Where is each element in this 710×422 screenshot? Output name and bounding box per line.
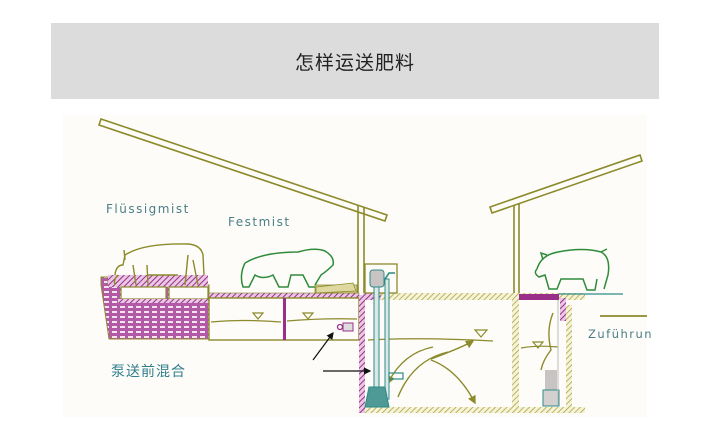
left-barn-roof [97,117,389,295]
manure-transport-diagram: Flüssigmist Festmist 泵送前混合 Zuführun [63,115,652,417]
main-collection-tank [359,263,585,413]
diagram-canvas [97,117,647,413]
right-barn-roof [488,153,644,296]
cow-icon [113,243,205,286]
callout-arrows [312,332,372,375]
solid-manure-floor [208,284,360,341]
page-title: 怎样运送肥料 [294,51,415,74]
solid-manure-label: Festmist [228,215,291,229]
feed-in-pit [519,293,647,413]
mixing-flow-arrows [387,340,476,405]
feed-in-label: Zuführun [588,327,654,341]
mixer-nozzle-icon [336,322,354,332]
pig-icon [534,248,610,291]
pre-pump-mixing-label: 泵送前混合 [111,364,186,380]
liquid-manure-label: Flüssigmist [106,202,190,216]
bull-icon [240,248,335,288]
mixer-pump [364,269,404,408]
title-banner: 怎样运送肥料 [51,23,659,99]
manure-pile [315,282,357,294]
liquid-manure-pit [100,275,210,340]
